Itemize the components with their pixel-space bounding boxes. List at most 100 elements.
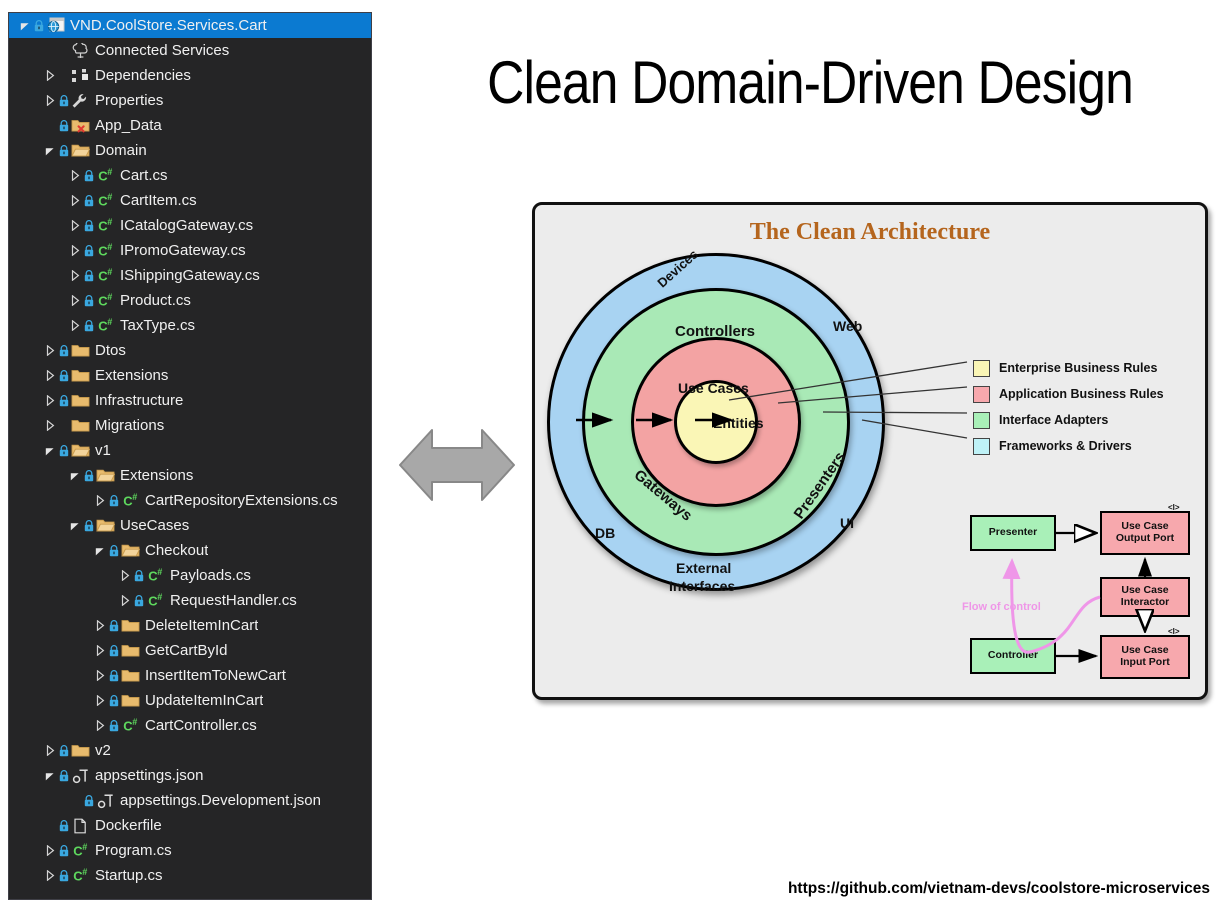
tree-item-cart-cs[interactable]: C#Cart.cs	[9, 163, 371, 188]
chevron-right-icon[interactable]	[42, 745, 58, 756]
tree-item-startup-cs[interactable]: C#Startup.cs	[9, 863, 371, 888]
csharp-icon: C#	[98, 292, 112, 309]
tree-item-deleteitemincart[interactable]: DeleteItemInCart	[9, 613, 371, 638]
tree-item-ipromogateway-cs[interactable]: C#IPromoGateway.cs	[9, 238, 371, 263]
chevron-right-icon[interactable]	[92, 645, 108, 656]
chevron-right-icon[interactable]	[67, 220, 83, 231]
csharp-icon: C#	[98, 317, 112, 334]
flow-box-presenter: Presenter	[970, 515, 1056, 551]
chevron-right-icon[interactable]	[92, 695, 108, 706]
tree-item-label: ICatalogGateway.cs	[120, 217, 254, 234]
tree-item-usecases[interactable]: UseCases	[9, 513, 371, 538]
tree-item-label: UseCases	[120, 517, 190, 534]
tree-item-icataloggateway-cs[interactable]: C#ICatalogGateway.cs	[9, 213, 371, 238]
lock-icon	[58, 869, 69, 882]
chevron-down-icon[interactable]	[42, 445, 58, 456]
chevron-right-icon[interactable]	[92, 620, 108, 631]
chevron-down-icon[interactable]	[42, 145, 58, 156]
chevron-right-icon[interactable]	[67, 295, 83, 306]
tree-item-label: TaxType.cs	[120, 317, 196, 334]
tree-item-v1[interactable]: v1	[9, 438, 371, 463]
tree-item-requesthandler-cs[interactable]: C#RequestHandler.cs	[9, 588, 371, 613]
csharp-icon: C#	[148, 567, 162, 584]
legend-swatch-enterprise	[973, 359, 990, 377]
tree-item-product-cs[interactable]: C#Product.cs	[9, 288, 371, 313]
chevron-right-icon[interactable]	[117, 595, 133, 606]
chevron-down-icon[interactable]	[67, 520, 83, 531]
chevron-down-icon[interactable]	[67, 470, 83, 481]
chevron-right-icon[interactable]	[42, 420, 58, 431]
tree-item-vnd-coolstore-services-cart[interactable]: VND.CoolStore.Services.Cart	[9, 13, 371, 38]
folder-icon	[70, 343, 90, 358]
interface-marker-output-port: <I>	[1168, 503, 1180, 512]
tree-item-ishippinggateway-cs[interactable]: C#IShippingGateway.cs	[9, 263, 371, 288]
tree-item-v2[interactable]: v2	[9, 738, 371, 763]
chevron-down-icon[interactable]	[17, 20, 33, 31]
chevron-right-icon[interactable]	[117, 570, 133, 581]
chevron-right-icon[interactable]	[92, 670, 108, 681]
chevron-right-icon[interactable]	[42, 370, 58, 381]
tree-item-label: Payloads.cs	[170, 567, 251, 584]
tree-item-dockerfile[interactable]: Dockerfile	[9, 813, 371, 838]
tree-item-connected-services[interactable]: Connected Services	[9, 38, 371, 63]
tree-item-domain[interactable]: Domain	[9, 138, 371, 163]
lock-icon	[83, 194, 94, 207]
tree-item-cartcontroller-cs[interactable]: C#CartController.cs	[9, 713, 371, 738]
lock-icon	[58, 394, 69, 407]
chevron-right-icon[interactable]	[42, 870, 58, 881]
chevron-right-icon[interactable]	[67, 245, 83, 256]
lock-icon	[83, 519, 94, 532]
chevron-right-icon[interactable]	[67, 270, 83, 281]
folder-open-icon	[95, 468, 115, 483]
chevron-right-icon[interactable]	[42, 70, 58, 81]
tree-item-updateitemincart[interactable]: UpdateItemInCart	[9, 688, 371, 713]
lock-icon	[58, 144, 69, 157]
tree-item-cartitem-cs[interactable]: C#CartItem.cs	[9, 188, 371, 213]
tree-item-infrastructure[interactable]: Infrastructure	[9, 388, 371, 413]
chevron-right-icon[interactable]	[67, 195, 83, 206]
chevron-right-icon[interactable]	[42, 395, 58, 406]
footer-url[interactable]: https://github.com/vietnam-devs/coolstor…	[787, 880, 1210, 897]
tree-item-checkout[interactable]: Checkout	[9, 538, 371, 563]
folder-icon	[120, 693, 140, 708]
chevron-right-icon[interactable]	[42, 95, 58, 106]
chevron-right-icon[interactable]	[67, 320, 83, 331]
tree-item-appsettings-json[interactable]: appsettings.json	[9, 763, 371, 788]
tree-item-cartrepositoryextensions-cs[interactable]: C#CartRepositoryExtensions.cs	[9, 488, 371, 513]
chevron-right-icon[interactable]	[92, 720, 108, 731]
tree-item-app-data[interactable]: App_Data	[9, 113, 371, 138]
tree-item-label: DeleteItemInCart	[145, 617, 259, 634]
chevron-down-icon[interactable]	[92, 545, 108, 556]
folder-icon	[70, 393, 90, 408]
chevron-right-icon[interactable]	[92, 495, 108, 506]
tree-item-extensions[interactable]: Extensions	[9, 363, 371, 388]
tree-item-dependencies[interactable]: Dependencies	[9, 63, 371, 88]
flow-box-line2: Interactor	[1120, 596, 1170, 608]
chevron-right-icon[interactable]	[42, 345, 58, 356]
lock-icon	[58, 369, 69, 382]
lock-icon	[108, 719, 119, 732]
tree-item-insertitemtonewcart[interactable]: InsertItemToNewCart	[9, 663, 371, 688]
tree-item-program-cs[interactable]: C#Program.cs	[9, 838, 371, 863]
chevron-right-icon[interactable]	[42, 845, 58, 856]
tree-item-migrations[interactable]: Migrations	[9, 413, 371, 438]
flow-box-line1: Use Case	[1121, 644, 1169, 657]
folder-open-icon	[95, 518, 115, 533]
tree-item-getcartbyid[interactable]: GetCartById	[9, 638, 371, 663]
flow-box-use-case-interactor: Use Case Interactor	[1100, 577, 1190, 617]
chevron-right-icon[interactable]	[67, 170, 83, 181]
lock-icon	[58, 94, 69, 107]
tree-item-label: appsettings.json	[95, 767, 204, 784]
interface-marker-input-port: <I>	[1168, 627, 1180, 636]
tree-item-extensions[interactable]: Extensions	[9, 463, 371, 488]
tree-item-payloads-cs[interactable]: C# Payloads.cs	[9, 563, 371, 588]
tree-item-dtos[interactable]: Dtos	[9, 338, 371, 363]
wrench-icon	[70, 93, 90, 109]
legend-item: Enterprise Business Rules	[973, 357, 1164, 379]
tree-item-appsettings-development-json[interactable]: appsettings.Development.json	[9, 788, 371, 813]
lock-icon	[108, 694, 119, 707]
tree-item-properties[interactable]: Properties	[9, 88, 371, 113]
chevron-down-icon[interactable]	[42, 770, 58, 781]
tree-item-taxtype-cs[interactable]: C# TaxType.cs	[9, 313, 371, 338]
